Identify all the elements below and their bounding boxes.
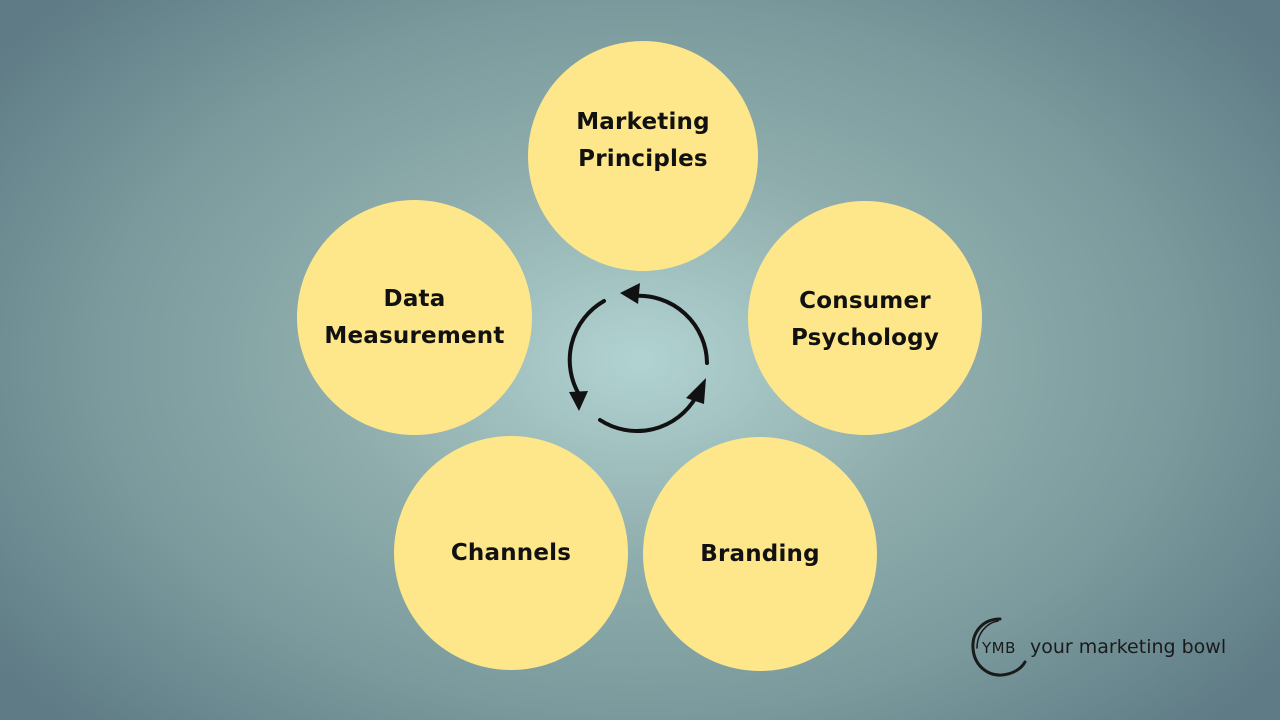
node-data-measurement: Data Measurement	[297, 200, 532, 435]
node-label: Branding	[700, 540, 820, 567]
node-channels: Channels	[394, 436, 628, 670]
node-marketing-principles: Marketing Principles	[528, 41, 758, 271]
node-consumer-psychology: Consumer Psychology	[748, 201, 982, 435]
brand-initials: YMB	[982, 639, 1016, 657]
node-label: Channels	[450, 539, 572, 566]
node-label: Marketing Principles	[576, 109, 710, 172]
brand-name: your marketing bowl	[1030, 636, 1227, 658]
node-label: Consumer Psychology	[790, 288, 940, 351]
cycle-arrows-icon	[567, 283, 709, 434]
brand-logo: YMB your marketing bowl	[970, 615, 1250, 679]
node-label: Data Measurement	[324, 285, 505, 349]
brush-circle-icon	[971, 617, 1027, 677]
node-branding: Branding	[643, 437, 877, 671]
